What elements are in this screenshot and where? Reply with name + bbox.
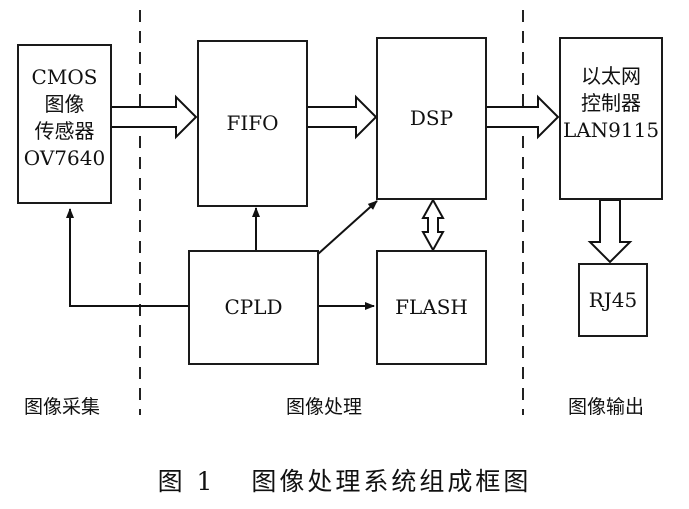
figure-title: 图像处理系统组成框图	[251, 467, 532, 496]
section-label-processing: 图像处理	[286, 396, 363, 418]
bus-arrow-fifo-to-dsp	[305, 94, 378, 140]
ethernet-line-3: LAN9115	[562, 118, 660, 142]
ethernet-controller-block: 以太网 控制器 LAN9115	[559, 37, 663, 200]
cmos-line-4: OV7640	[23, 146, 106, 170]
bus-arrow-dsp-flash-bidirectional	[421, 197, 445, 253]
fifo-label: FIFO	[226, 111, 279, 135]
flash-label: FLASH	[395, 295, 468, 319]
fifo-block: FIFO	[197, 40, 308, 207]
section-label-capture: 图像采集	[24, 396, 101, 418]
ethernet-line-2: 控制器	[581, 91, 641, 115]
section-label-output: 图像输出	[568, 396, 645, 418]
cmos-sensor-block: CMOS 图像 传感器 OV7640	[17, 44, 112, 204]
cmos-line-3: 传感器	[34, 119, 95, 143]
dsp-label: DSP	[409, 106, 454, 130]
arrow-cpld-to-cmos	[66, 208, 188, 307]
flash-block: FLASH	[376, 250, 487, 365]
rj45-label: RJ45	[588, 287, 638, 312]
figure-number: 图 1	[157, 467, 216, 496]
arrow-cpld-to-dsp	[317, 200, 378, 255]
figure-caption: 图 1 图像处理系统组成框图	[0, 462, 689, 498]
bus-arrow-ethernet-to-rj45	[587, 199, 633, 264]
cpld-block: CPLD	[188, 250, 319, 365]
bus-arrow-dsp-to-ethernet	[484, 94, 560, 140]
cpld-label: CPLD	[224, 295, 283, 319]
cmos-line-1: CMOS	[31, 65, 98, 89]
cmos-line-2: 图像	[44, 92, 85, 116]
bus-arrow-cmos-to-fifo	[109, 94, 198, 140]
ethernet-line-1: 以太网	[581, 64, 641, 88]
dsp-block: DSP	[376, 37, 487, 200]
rj45-block: RJ45	[578, 263, 648, 337]
